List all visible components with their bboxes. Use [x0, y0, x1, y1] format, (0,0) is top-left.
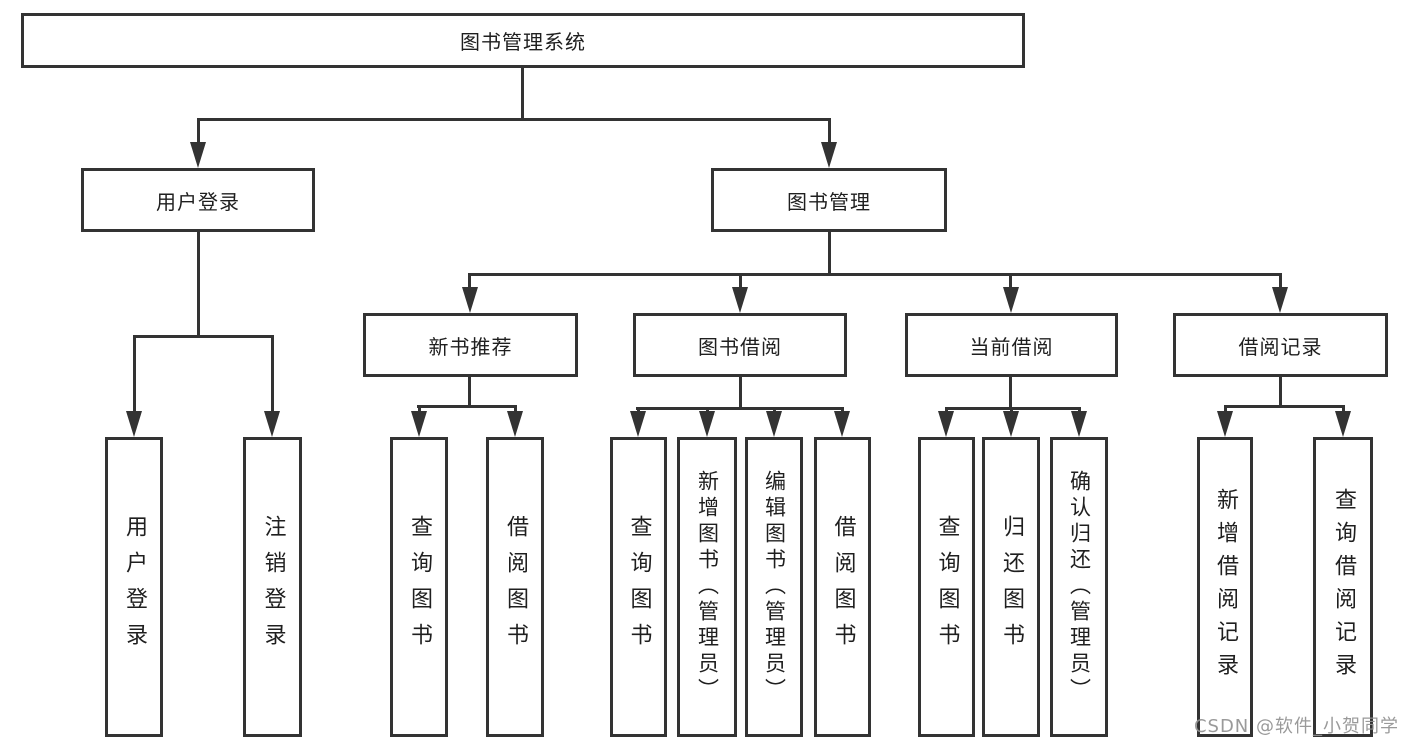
node-label: 图书管理: [787, 189, 871, 214]
node-leaf-query-books-borrow: 查询图书: [610, 437, 667, 737]
connector-new-book-stem: [468, 377, 471, 405]
node-leaf-return-books: 归还图书: [982, 437, 1040, 737]
node-label: 当前借阅: [969, 334, 1054, 359]
node-label: 查询借阅记录: [1331, 488, 1356, 686]
connector-borrow-records-bus: [1224, 405, 1345, 408]
node-leaf-add-borrow-record: 新增借阅记录: [1197, 437, 1253, 737]
connector-current-borrow-bus: [945, 407, 1081, 410]
node-label: 借阅图书: [830, 515, 856, 659]
arrow-down-icon: [766, 411, 782, 437]
connector-book-borrow-bus: [636, 407, 844, 410]
arrow-down-icon: [507, 411, 523, 437]
arrow-down-icon: [1272, 287, 1288, 313]
connector-root-stem: [521, 68, 524, 118]
connector-book-borrow-stem: [739, 377, 742, 407]
connector-leaf-drop: [945, 407, 948, 413]
node-leaf-confirm-return-admin: 确认归还（管理员）: [1050, 437, 1108, 737]
connector-module-drop: [1279, 273, 1282, 287]
node-label: 编辑图书（管理员）: [762, 470, 787, 704]
node-user-login: 用户登录: [81, 168, 315, 232]
connector-leaf-drop: [514, 405, 517, 413]
arrow-down-icon: [1335, 411, 1351, 437]
connector-level3-bus: [468, 273, 1282, 276]
connector-user-login-drop: [197, 118, 200, 144]
connector-leaf-drop: [1010, 407, 1013, 413]
node-label: 查询图书: [934, 515, 960, 659]
connector-leaf-drop: [271, 335, 274, 411]
connector-module-drop: [468, 273, 471, 287]
arrow-down-icon: [126, 411, 142, 437]
node-leaf-add-books-admin: 新增图书（管理员）: [677, 437, 737, 737]
connector-borrow-records-stem: [1279, 377, 1282, 405]
node-label: 用户登录: [156, 189, 240, 214]
node-leaf-query-books-current: 查询图书: [918, 437, 975, 737]
node-label: 确认归还（管理员）: [1067, 470, 1092, 704]
connector-new-book-bus: [417, 405, 516, 408]
arrow-down-icon: [1217, 411, 1233, 437]
arrow-down-icon: [1003, 411, 1019, 437]
node-label: 借阅记录: [1238, 334, 1323, 359]
arrow-user-login-icon: [190, 142, 206, 168]
node-label: 新书推荐: [428, 334, 513, 359]
arrow-down-icon: [462, 287, 478, 313]
node-label: 图书借阅: [698, 334, 782, 359]
node-current-borrow: 当前借阅: [905, 313, 1118, 377]
connector-leaf-drop: [637, 407, 640, 413]
node-label: 新增图书（管理员）: [695, 470, 720, 704]
arrow-down-icon: [699, 411, 715, 437]
node-label: 归还图书: [999, 515, 1024, 659]
connector-module-drop: [1009, 273, 1012, 287]
node-label: 借阅图书: [503, 515, 528, 659]
node-leaf-borrow-books-recommend: 借阅图书: [486, 437, 544, 737]
node-book-management: 图书管理: [711, 168, 947, 232]
csdn-watermark: CSDN @软件_小贺同学: [1193, 716, 1399, 737]
node-leaf-query-borrow-record: 查询借阅记录: [1313, 437, 1373, 737]
connector-leaf-drop: [773, 407, 776, 413]
node-label: 用户登录: [122, 515, 147, 659]
node-leaf-edit-books-admin: 编辑图书（管理员）: [745, 437, 803, 737]
arrow-down-icon: [834, 411, 850, 437]
connector-leaf-drop: [133, 335, 136, 411]
connector-user-login-stem: [197, 232, 200, 335]
connector-leaf-drop: [1224, 405, 1227, 413]
connector-level2-bus: [197, 118, 831, 121]
node-label: 新增借阅记录: [1213, 488, 1238, 686]
connector-book-mgmt-stem: [828, 232, 831, 273]
arrow-down-icon: [1071, 411, 1087, 437]
arrow-down-icon: [732, 287, 748, 313]
connector-leaf-drop: [1342, 405, 1345, 413]
node-leaf-borrow-books: 借阅图书: [814, 437, 871, 737]
connector-leaf-drop: [841, 407, 844, 413]
arrow-book-mgmt-icon: [821, 142, 837, 168]
arrow-down-icon: [1003, 287, 1019, 313]
arrow-down-icon: [630, 411, 646, 437]
node-root: 图书管理系统: [21, 13, 1025, 68]
node-label: 查询图书: [626, 515, 652, 659]
connector-leaf-drop: [418, 405, 421, 413]
node-leaf-logout: 注销登录: [243, 437, 302, 737]
node-book-borrow: 图书借阅: [633, 313, 847, 377]
arrow-down-icon: [411, 411, 427, 437]
node-leaf-user-login: 用户登录: [105, 437, 163, 737]
connector-current-borrow-stem: [1009, 377, 1012, 407]
connector-leaf-drop: [1078, 407, 1081, 413]
connector-module-drop: [739, 273, 742, 287]
connector-user-login-bus: [133, 335, 274, 338]
arrow-down-icon: [264, 411, 280, 437]
node-new-book-recommend: 新书推荐: [363, 313, 578, 377]
node-root-label: 图书管理系统: [460, 30, 586, 54]
connector-book-mgmt-drop: [828, 118, 831, 144]
arrow-down-icon: [938, 411, 954, 437]
connector-leaf-drop: [706, 407, 709, 413]
node-leaf-query-books-recommend: 查询图书: [390, 437, 448, 737]
node-label: 注销登录: [260, 515, 286, 659]
node-borrow-records: 借阅记录: [1173, 313, 1388, 377]
node-label: 查询图书: [407, 515, 432, 659]
